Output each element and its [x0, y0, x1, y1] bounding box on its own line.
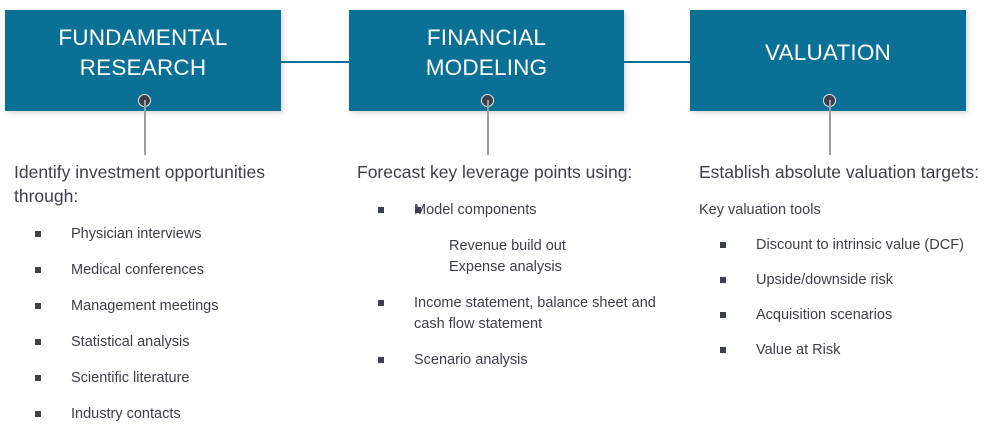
list-item-label: Value at Risk	[756, 342, 841, 358]
connector-stage2-stage3	[624, 61, 690, 63]
list-item-label: Upside/downside risk	[756, 272, 894, 288]
column-heading: Identify investment opportunities throug…	[14, 162, 265, 206]
list-item-label: Expense analysis	[449, 259, 562, 275]
list-item-label: Revenue build out	[449, 238, 566, 254]
list-item-label: Model components	[414, 202, 537, 218]
leader-line-stage1	[143, 100, 146, 155]
square-bullet-icon	[720, 242, 726, 248]
bullet-list-stage3: Discount to intrinsic value (DCF) Upside…	[699, 235, 986, 361]
bullet-list-stage1: Physician interviews Medical conferences…	[14, 224, 314, 425]
square-bullet-icon	[35, 339, 41, 345]
list-item: Expense analysis	[357, 207, 657, 278]
column-heading: Establish absolute valuation targets:	[699, 162, 980, 182]
square-bullet-icon	[720, 277, 726, 283]
stage-title: VALUATION	[765, 39, 891, 65]
list-item-label: Scenario analysis	[414, 352, 528, 368]
list-item-label: Scientific literature	[71, 370, 190, 386]
column-financial-modeling: Forecast key leverage points using: Mode…	[357, 160, 657, 386]
list-item: Revenue build out	[357, 207, 657, 257]
list-item-label: Management meetings	[71, 298, 219, 314]
leader-line-stage3	[828, 100, 831, 155]
list-item: Management meetings	[14, 296, 314, 317]
square-bullet-icon	[720, 347, 726, 353]
list-item-label: Discount to intrinsic value (DCF)	[756, 237, 964, 253]
bullet-list-stage2: Model components Revenue build out Expen…	[357, 200, 657, 371]
list-item: Acquisition scenarios	[699, 305, 986, 326]
list-item-label: Physician interviews	[71, 226, 202, 242]
square-bullet-icon	[35, 267, 41, 273]
list-item: Scenario analysis	[357, 350, 657, 371]
square-bullet-icon	[35, 375, 41, 381]
list-item: Statistical analysis	[14, 332, 314, 353]
list-item: Model components Revenue build out Expen…	[357, 200, 657, 278]
square-bullet-icon	[720, 312, 726, 318]
list-item: Physician interviews	[14, 224, 314, 245]
list-item: Medical conferences	[14, 260, 314, 281]
sub-bullet-list-model-components: Revenue build out Expense analysis	[414, 207, 657, 278]
list-item-label: Statistical analysis	[71, 334, 190, 350]
square-bullet-icon	[35, 303, 41, 309]
column-fundamental-research: Identify investment opportunities throug…	[14, 160, 314, 440]
list-item: Scientific literature	[14, 368, 314, 389]
list-item: Upside/downside risk	[699, 270, 986, 291]
leader-line-stage2	[486, 100, 489, 155]
column-valuation: Establish absolute valuation targets: Ke…	[699, 160, 986, 375]
list-item-label: Medical conferences	[71, 262, 204, 278]
square-bullet-icon	[378, 207, 384, 213]
process-diagram: FUNDAMENTAL RESEARCH Identify investment…	[5, 10, 986, 422]
column-subheading: Key valuation tools	[699, 202, 821, 218]
square-bullet-icon	[35, 411, 41, 417]
list-item: Industry contacts	[14, 404, 314, 425]
square-bullet-icon	[35, 231, 41, 237]
list-item: Income statement, balance sheet and cash…	[357, 293, 664, 335]
square-bullet-icon	[415, 207, 421, 213]
list-item-label: Acquisition scenarios	[756, 307, 893, 323]
stage-title: FUNDAMENTAL RESEARCH	[58, 24, 228, 80]
list-item: Discount to intrinsic value (DCF)	[699, 235, 986, 256]
column-heading: Forecast key leverage points using:	[357, 162, 633, 182]
stage-title: FINANCIAL MODELING	[425, 24, 548, 80]
square-bullet-icon	[378, 357, 384, 363]
list-item-label: Industry contacts	[71, 406, 181, 422]
connector-stage1-stage2	[281, 61, 349, 63]
list-item: Value at Risk	[699, 340, 986, 361]
list-item-label: Income statement, balance sheet and cash…	[414, 295, 656, 332]
square-bullet-icon	[378, 300, 384, 306]
